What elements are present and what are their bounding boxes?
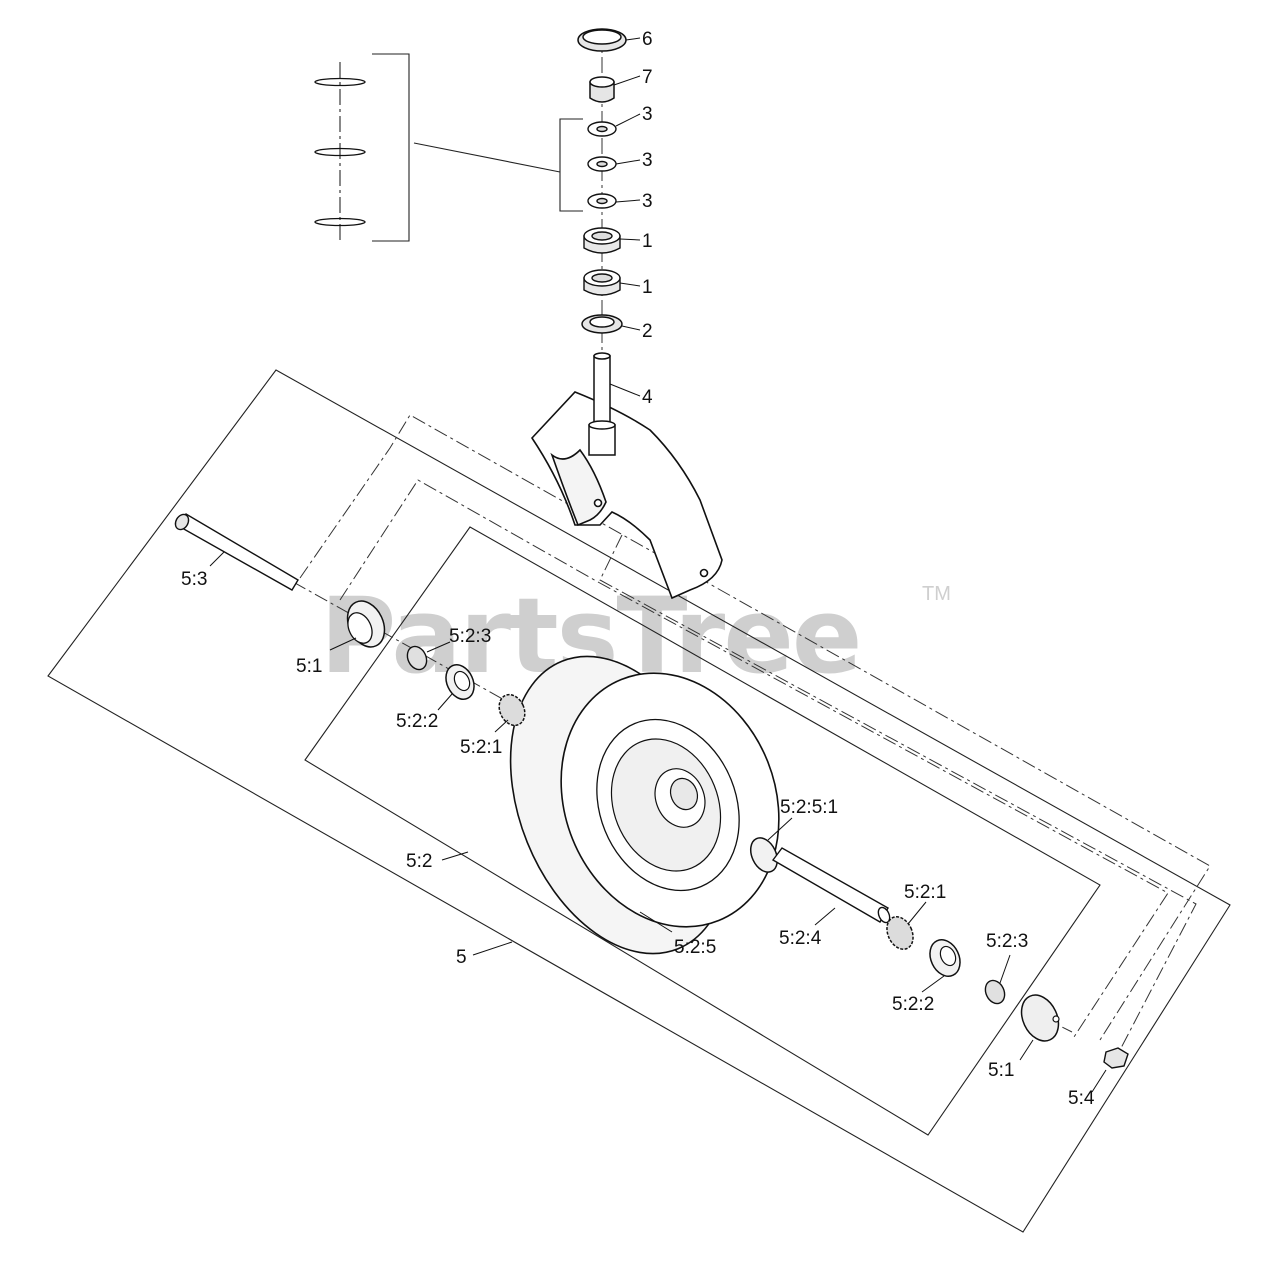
callout-1-top: 1 [642,231,653,252]
assembly-5-2-frame [304,526,1101,1136]
group-frames [47,53,1231,1233]
callout-5-1-left: 5:1 [296,656,322,677]
callout-7: 7 [642,67,653,88]
callout-5-2-1-right: 5:2:1 [904,882,946,903]
shim-stack [314,62,366,240]
caster-fork [530,391,723,600]
callout-5-2-2-left: 5:2:2 [396,711,438,732]
callout-3-bottom: 3 [642,191,653,212]
bearing-cone-right [886,916,914,950]
bearing-cup-right [929,939,961,977]
wheel-tire [509,655,780,955]
spindle-shaft [588,352,616,456]
spindle-seal [581,314,623,334]
callout-5-2-5: 5:2:5 [674,937,716,958]
callout-5-2-4: 5:2:4 [779,928,822,949]
callout-5-2: 5:2 [406,851,432,872]
spindle-bearings [583,227,621,296]
callout-5-2-1-left: 5:2:1 [460,737,502,758]
callout-2: 2 [642,321,653,342]
bearing-spacer-right [984,979,1006,1005]
spacer-left [346,600,386,648]
dust-cap [577,28,627,52]
bearing-spacer-left [406,645,428,671]
washer-bracket [559,118,583,212]
axle-bolt [174,513,299,591]
axle-nut [1103,1047,1129,1069]
watermark-trademark: TM [922,583,951,605]
callout-5-2-5-1: 5:2:5:1 [780,797,838,818]
callout-5-4: 5:4 [1068,1088,1095,1109]
callout-5: 5 [456,947,467,968]
callout-5-1-right: 5:1 [988,1060,1014,1081]
callout-5-3: 5:3 [181,569,207,590]
axle-tube [771,847,891,924]
seal-ring [749,837,779,873]
spacer-right [1020,994,1060,1042]
callout-leaders [209,37,1107,1093]
callout-3-middle: 3 [642,150,653,171]
callout-5-2-2-right: 5:2:2 [892,994,934,1015]
callout-1-bottom: 1 [642,277,653,298]
callout-5-2-3-right: 5:2:3 [986,931,1028,952]
callout-3-top: 3 [642,104,653,125]
thrust-washers [587,121,617,209]
assembly-5-frame [47,369,1231,1233]
shim-leader [413,142,561,173]
shim-stack-frame [372,53,410,242]
bearing-cone-left [498,693,526,727]
callout-6: 6 [642,29,653,50]
bearing-cup-left [445,664,475,700]
lock-nut [589,76,615,103]
callout-5-2-3-left: 5:2:3 [449,626,491,647]
callout-4: 4 [642,387,653,408]
